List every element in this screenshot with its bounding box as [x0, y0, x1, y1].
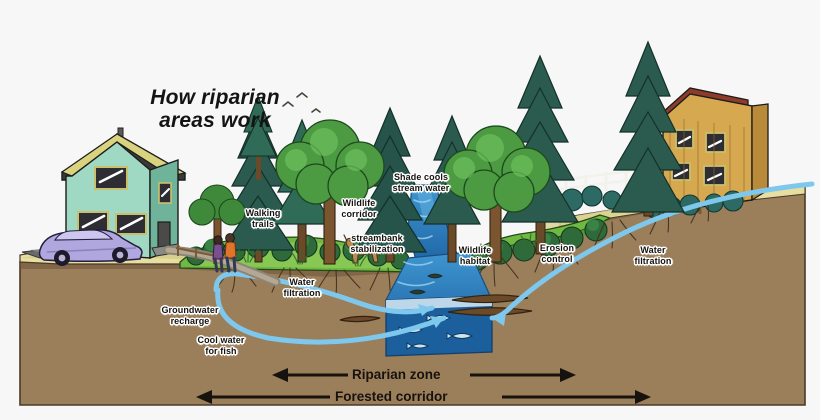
callout-shade-cools-stream-water[interactable]: Shade cools stream water	[392, 172, 450, 193]
callout-wildlife-habitat[interactable]: Wildlife habitat	[458, 245, 492, 266]
callout-wildlife-corridor[interactable]: Wildlife corridor	[341, 198, 377, 219]
left-house	[60, 127, 187, 259]
large-woody-debris	[339, 294, 533, 323]
broadleaf-trees	[188, 119, 551, 265]
hikers	[212, 233, 237, 273]
callout-cool-water-for-fish[interactable]: Cool water for fish	[197, 335, 245, 356]
groundwater-flow-arrow-left	[215, 287, 447, 345]
riparian-zone-arrow	[272, 368, 576, 382]
callout-streambank-stabilization[interactable]: streambank stabilization	[350, 233, 404, 254]
forested-corridor-arrow	[196, 390, 651, 404]
callout-walking-trails[interactable]: Walking trails	[245, 208, 281, 229]
callout-groundwater-recharge[interactable]: Groundwater recharge	[161, 305, 219, 326]
understory-grass	[238, 233, 541, 267]
callout-water-filtration-left[interactable]: Water filtration	[283, 277, 321, 298]
callout-water-filtration-right[interactable]: Water filtration	[634, 245, 672, 266]
groundwater-infiltration-left	[213, 271, 435, 316]
callout-erosion-control[interactable]: Erosion control	[539, 243, 575, 264]
water-filtration-flow-right	[489, 181, 815, 326]
birds	[282, 91, 321, 113]
page-title: How riparian areas work	[150, 86, 280, 132]
label-riparian-zone: Riparian zone	[352, 367, 441, 382]
label-forested-corridor: Forested corridor	[335, 389, 448, 404]
parked-car	[38, 229, 143, 266]
